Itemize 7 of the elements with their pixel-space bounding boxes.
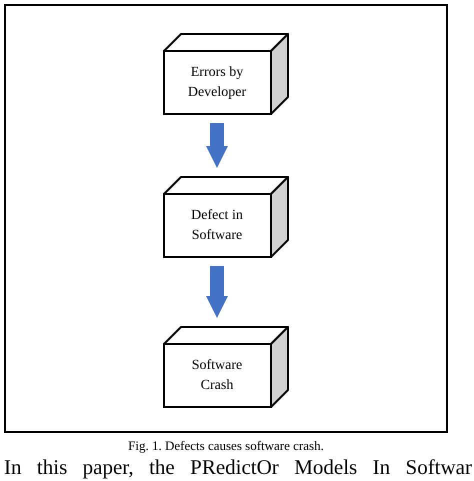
box-label: Errors by Developer xyxy=(186,64,248,102)
block-arrow xyxy=(206,123,228,168)
block-arrow xyxy=(206,266,228,318)
box-label: Defect in Software xyxy=(190,207,244,245)
box-label: Software Crash xyxy=(190,357,244,395)
body-text: In this paper, the PRedictOr Models In Softwar xyxy=(4,455,472,479)
figure-caption: Fig. 1. Defects causes software crash. xyxy=(128,438,324,453)
